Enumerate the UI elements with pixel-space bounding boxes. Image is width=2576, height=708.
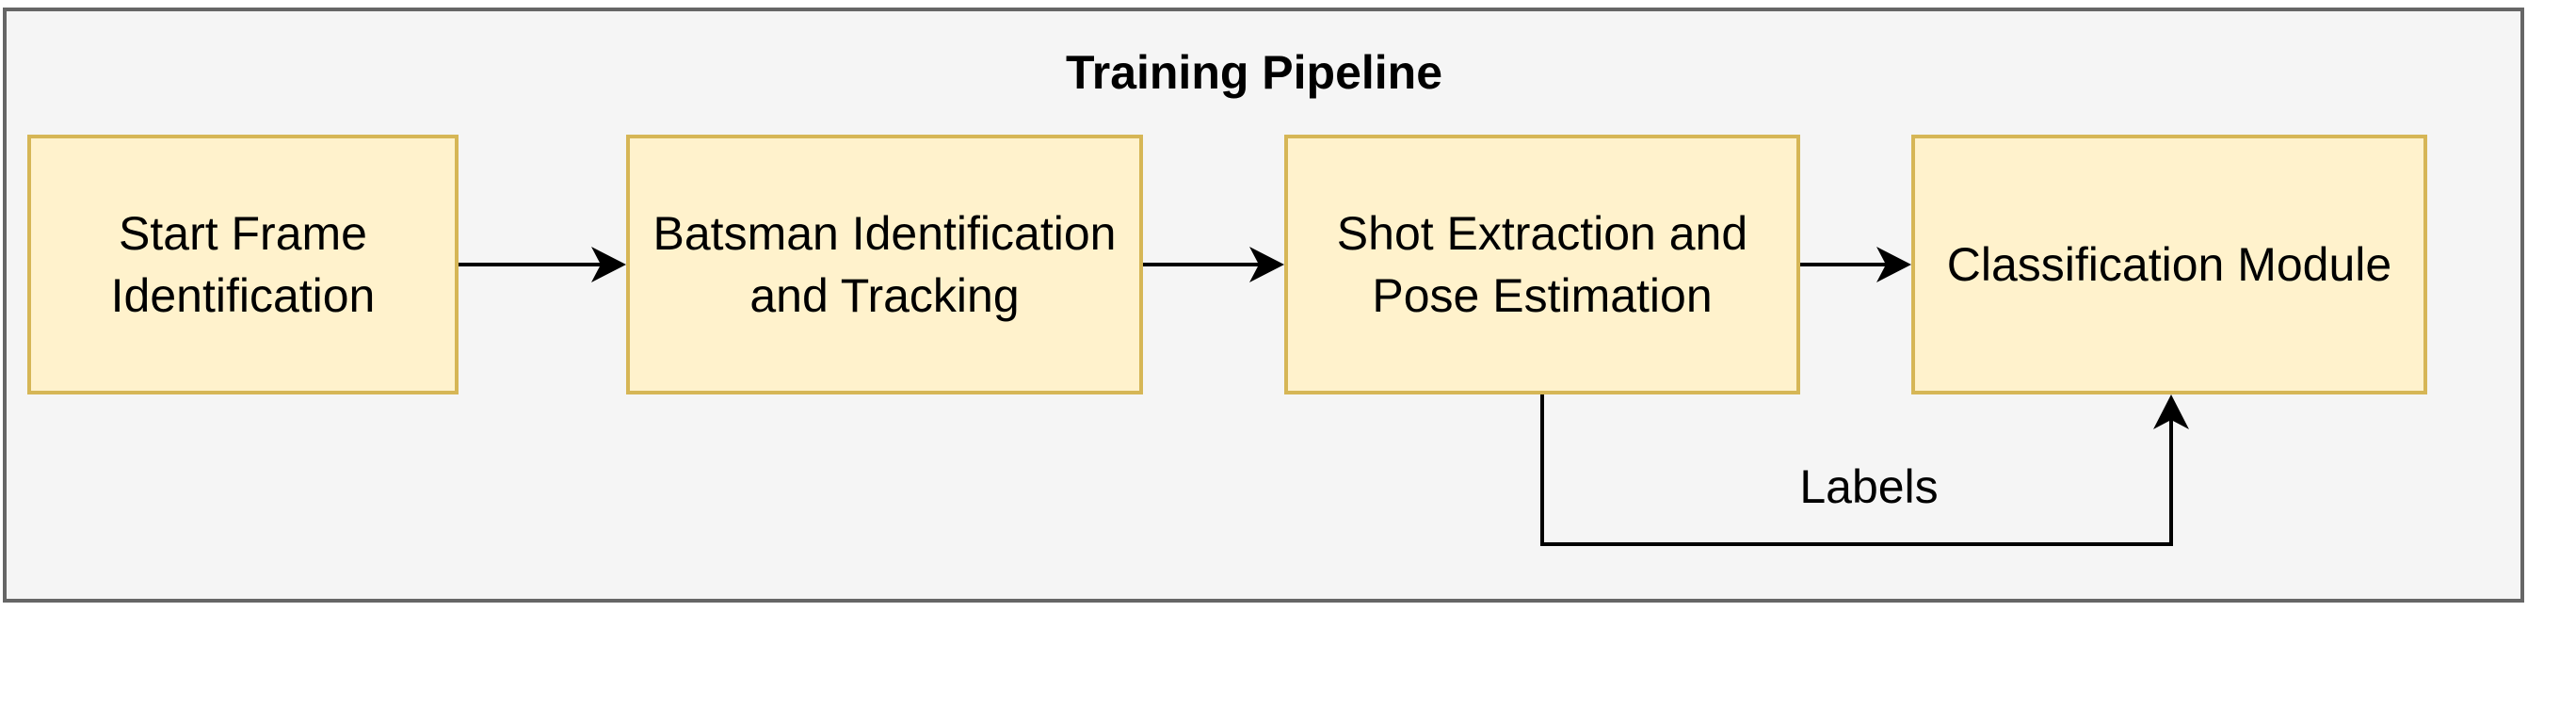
start-frame-identification-node: Start Frame Identification xyxy=(27,135,459,394)
labels-edge-label: Labels xyxy=(1799,460,1939,513)
diagram-title: Training Pipeline xyxy=(1065,46,1443,99)
node-label: Batsman Identification and Tracking xyxy=(652,207,1117,322)
edge-batsman-to-shot xyxy=(1143,247,1284,282)
edge-shot-to-classification xyxy=(1800,247,1911,282)
node-label: Shot Extraction and Pose Estimation xyxy=(1336,207,1748,322)
classification-module-node: Classification Module xyxy=(1911,135,2427,394)
node-label: Classification Module xyxy=(1946,238,2392,291)
edge-start-to-batsman xyxy=(459,247,626,282)
batsman-identification-node: Batsman Identification and Tracking xyxy=(626,135,1143,394)
edge-labels-feedback xyxy=(1540,394,2189,546)
shot-extraction-node: Shot Extraction and Pose Estimation xyxy=(1284,135,1800,394)
node-label: Start Frame Identification xyxy=(110,207,376,322)
